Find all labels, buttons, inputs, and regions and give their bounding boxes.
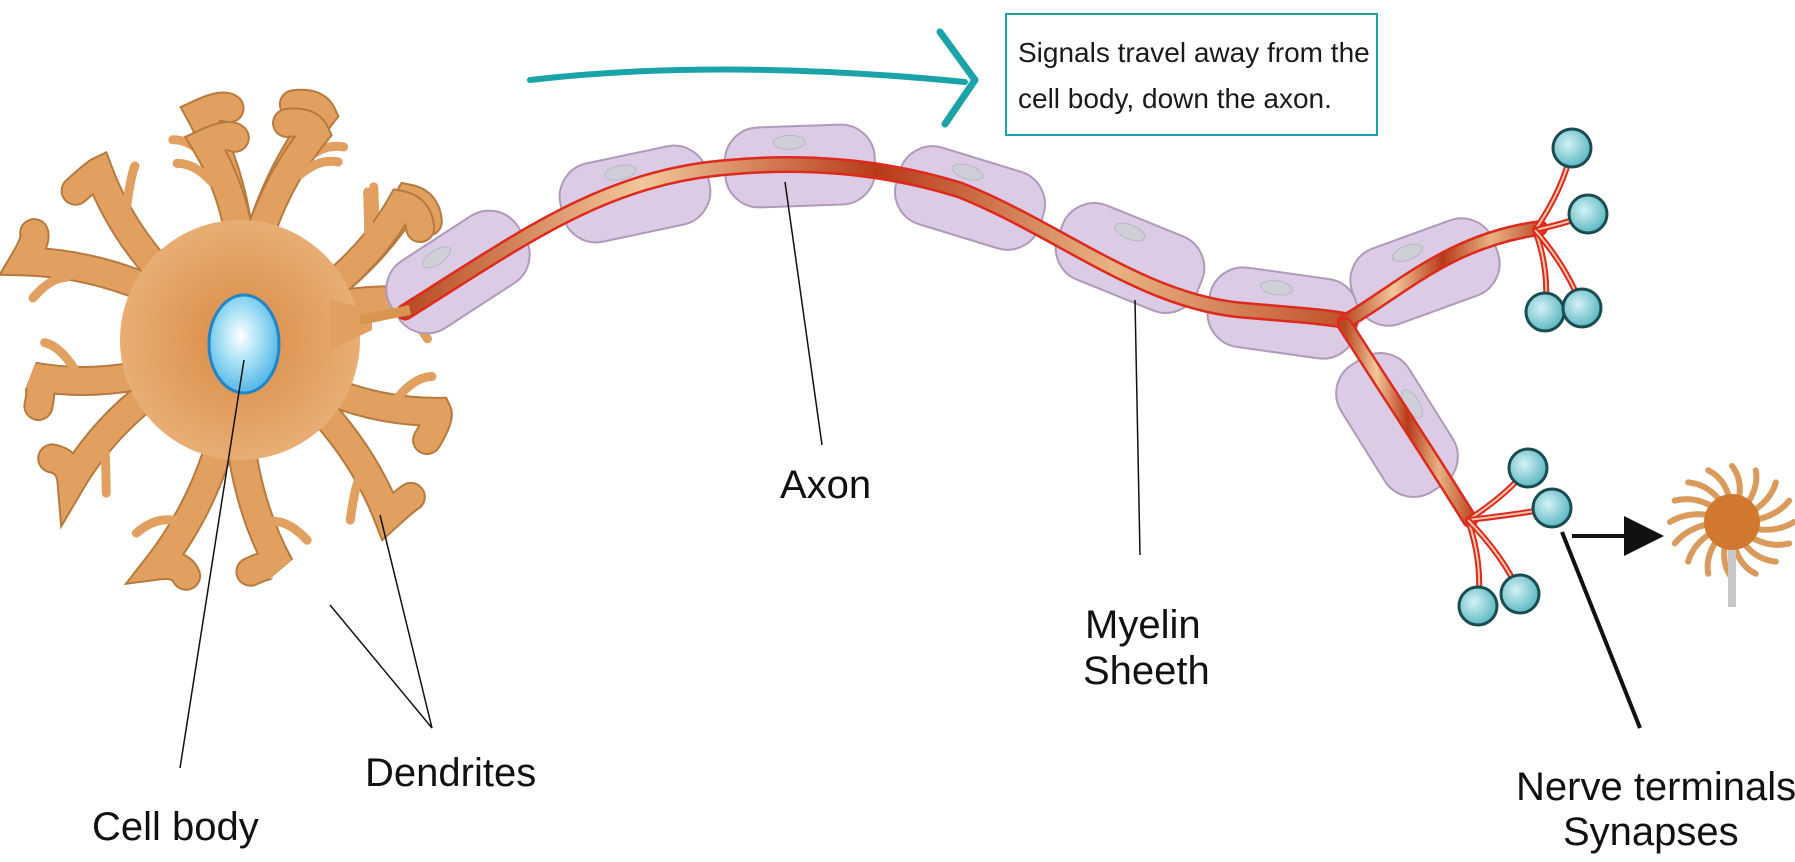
dendrite-twig [28, 272, 72, 303]
myelin-label-line-1: Myelin [1085, 603, 1201, 647]
signal-note-box: Signals travel away from the cell body, … [1005, 13, 1378, 136]
dendrite-twig [363, 187, 374, 237]
schwann-nucleus [951, 163, 984, 181]
synaptic-bouton [1499, 573, 1541, 615]
synaptic-bouton [1561, 287, 1603, 329]
axon-label: Axon [780, 463, 871, 507]
dendrite-twig [267, 516, 312, 545]
schwann-nucleus [604, 164, 637, 181]
synaptic-bouton [1524, 291, 1566, 333]
axon [359, 156, 1548, 528]
dendrite-twig [393, 372, 437, 402]
axon-hillock [330, 300, 372, 350]
schwann-nucleus [1114, 222, 1146, 242]
note-line-1: Signals travel away from the [1018, 37, 1370, 68]
schwann-nucleus [1391, 243, 1424, 262]
synaptic-bouton [1567, 193, 1609, 235]
schwann-nucleus [772, 134, 806, 150]
nucleus [207, 293, 281, 395]
synaptic-bouton [1551, 127, 1593, 169]
terminals-label-line-2: Synapses [1563, 810, 1739, 854]
dendrite-twig [131, 515, 179, 538]
synaptic-bouton [1507, 447, 1549, 489]
dendrite-twig [345, 476, 363, 525]
leader-lines [179, 181, 1642, 769]
dendrite-twig [295, 156, 343, 180]
dendrite-twig [100, 448, 111, 498]
neuron-icon [1667, 463, 1795, 607]
nerve-terminals [1457, 127, 1609, 627]
terminals-label-line-1: Nerve terminals [1516, 765, 1795, 809]
synaptic-bouton [1457, 585, 1499, 627]
target-soma [1704, 494, 1760, 550]
dendrite-twig [172, 158, 217, 187]
signal-direction-arrow-icon [527, 28, 979, 128]
synaptic-bouton [1531, 487, 1573, 529]
myelin-label-line-2: Sheeth [1083, 649, 1210, 693]
schwann-nucleus [1260, 280, 1293, 296]
dendrites-label: Dendrites [365, 751, 536, 795]
dendrite-twig [122, 161, 140, 210]
schwann-nucleus [422, 246, 451, 269]
note-line-2: cell body, down the axon. [1018, 83, 1332, 114]
cell-body-label: Cell body [92, 805, 259, 849]
dendrite-twig [40, 338, 80, 374]
cell-body-dendrites [0, 88, 454, 591]
